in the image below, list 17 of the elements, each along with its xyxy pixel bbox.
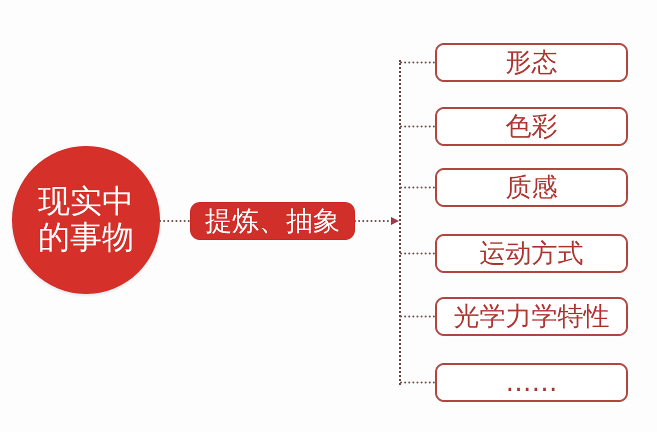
category-box: 色彩 bbox=[435, 107, 628, 146]
connector-line bbox=[400, 126, 436, 128]
circle-node: 现实中的事物 bbox=[12, 146, 160, 294]
category-box: 光学力学特性 bbox=[435, 297, 628, 336]
category-box: 运动方式 bbox=[435, 234, 628, 273]
connector-line bbox=[400, 252, 436, 254]
bracket-line bbox=[399, 60, 401, 385]
arrow bbox=[354, 217, 400, 225]
connector-line bbox=[400, 186, 436, 188]
connector-line bbox=[400, 62, 436, 64]
category-box: 形态 bbox=[435, 43, 628, 82]
category-box: …… bbox=[435, 363, 628, 402]
connector-line bbox=[400, 316, 436, 318]
connector-line bbox=[400, 382, 436, 384]
process-pill: 提炼、抽象 bbox=[190, 202, 355, 240]
connector-line bbox=[159, 220, 191, 222]
category-box: 质感 bbox=[435, 168, 628, 207]
